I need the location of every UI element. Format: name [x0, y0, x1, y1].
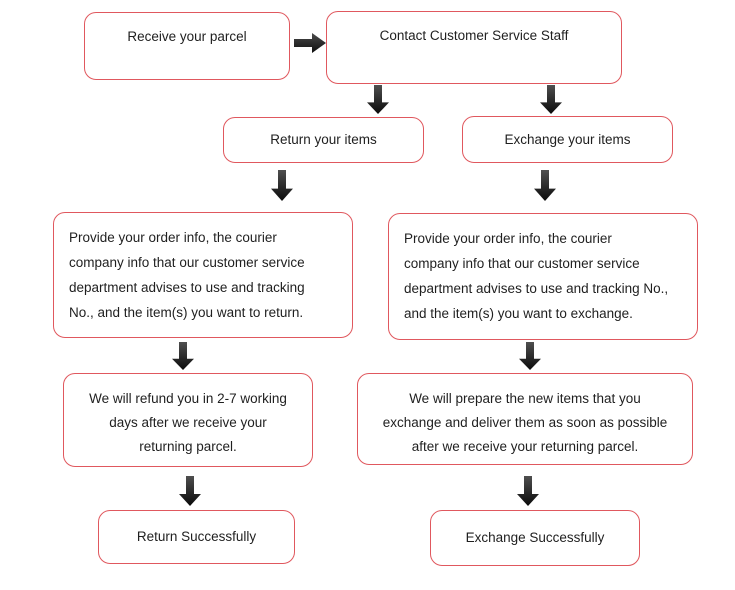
arrow-down-icon — [179, 476, 201, 506]
arrow-down-icon — [534, 170, 556, 201]
node-refund-line: returning parcel. — [139, 439, 237, 454]
node-prepare-items-line: after we receive your returning parcel. — [411, 439, 639, 454]
node-return-info-line: Provide your order info, the courier — [69, 230, 277, 245]
node-return-items: Return your items — [223, 117, 424, 163]
node-contact-service: Contact Customer Service Staff — [326, 11, 622, 84]
arrow-down-icon — [517, 476, 539, 506]
node-refund: We will refund you in 2-7 working days a… — [63, 373, 313, 467]
node-return-info-line: company info that our customer service — [69, 255, 305, 270]
node-exchange-items: Exchange your items — [462, 116, 673, 163]
arrow-down-icon — [519, 342, 541, 370]
node-refund-line: days after we receive your — [109, 415, 267, 430]
node-return-info-line: department advises to use and tracking — [69, 280, 305, 295]
arrow-down-icon — [172, 342, 194, 370]
node-exchange-info-line: company info that our customer service — [404, 256, 640, 271]
node-exchange-info-line: department advises to use and tracking N… — [404, 281, 669, 296]
node-return-info-line: No., and the item(s) you want to return. — [69, 305, 304, 320]
node-return-success-label: Return Successfully — [136, 529, 257, 545]
node-return-success: Return Successfully — [98, 510, 295, 564]
node-exchange-success: Exchange Successfully — [430, 510, 640, 566]
node-refund-line: We will refund you in 2-7 working — [89, 391, 287, 406]
node-exchange-info-line: Provide your order info, the courier — [404, 231, 612, 246]
node-prepare-items-line: We will prepare the new items that you — [409, 391, 641, 406]
arrow-down-icon — [367, 85, 389, 114]
node-return-info: Provide your order info, the courier com… — [53, 212, 353, 338]
node-exchange-info: Provide your order info, the courier com… — [388, 213, 698, 340]
node-prepare-items-line: exchange and deliver them as soon as pos… — [382, 415, 668, 430]
arrow-right-icon — [294, 33, 326, 53]
arrow-down-icon — [540, 85, 562, 114]
node-exchange-items-label: Exchange your items — [504, 131, 631, 147]
node-return-items-label: Return your items — [270, 132, 377, 148]
node-exchange-info-line: and the item(s) you want to exchange. — [404, 306, 633, 321]
node-exchange-success-label: Exchange Successfully — [465, 530, 605, 546]
node-receive-parcel: Receive your parcel — [84, 12, 290, 80]
node-contact-service-label: Contact Customer Service Staff — [379, 28, 569, 43]
node-prepare-items: We will prepare the new items that you e… — [357, 373, 693, 465]
arrow-down-icon — [271, 170, 293, 201]
node-receive-parcel-label: Receive your parcel — [127, 29, 247, 44]
